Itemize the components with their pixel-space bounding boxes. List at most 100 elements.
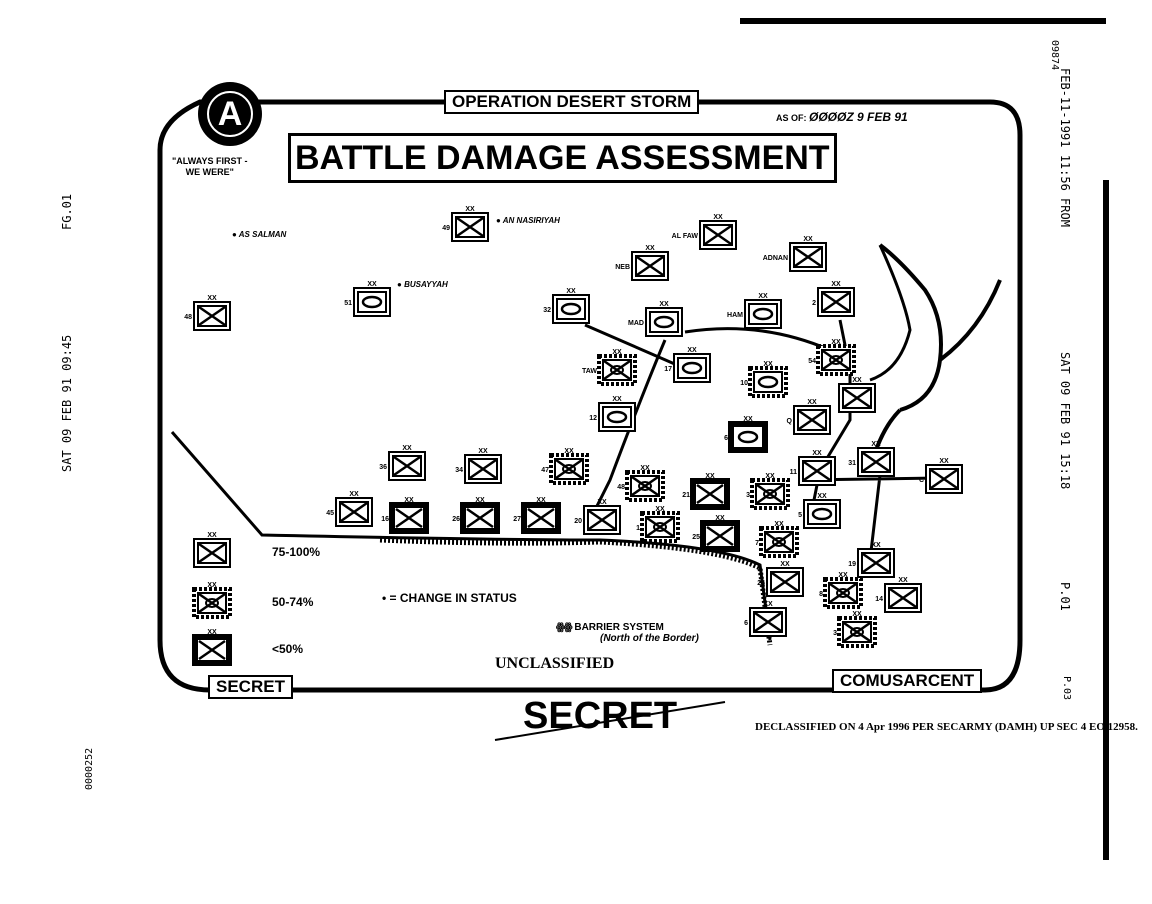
legend-symbol-low: XX [192, 629, 232, 666]
unit-symbol: XX AL FAW [672, 214, 737, 250]
comusarcent-box: COMUSARCENT [832, 669, 983, 693]
legend-low: <50% [272, 642, 304, 656]
unit-symbol: XX 10 [740, 361, 788, 398]
unit-label: 19 [848, 561, 856, 568]
echelon-label: XX [871, 542, 881, 549]
place-label: AN NASIRIYAH [502, 216, 560, 225]
unit-label: NEB [615, 264, 630, 271]
legend-full: 75-100% [272, 545, 321, 559]
armor-symbol-icon [198, 639, 226, 661]
armor-symbol-icon [646, 516, 674, 538]
echelon-label: XX [536, 497, 546, 504]
as-of-label: AS OF: [776, 113, 807, 123]
road [584, 319, 941, 561]
echelon-label: XX [715, 515, 725, 522]
fax-right-stamp: SAT 09 FEB 91 15:18 [1058, 352, 1072, 490]
armor-symbol-icon [198, 592, 226, 614]
infantry-symbol-icon [361, 295, 383, 309]
echelon-label: XX [807, 399, 817, 406]
echelon-label: XX [207, 532, 217, 539]
echelon-label: XX [207, 629, 217, 636]
echelon-label: XX [774, 521, 784, 528]
echelon-label: XX [713, 214, 723, 221]
unit-label: TAW [582, 368, 597, 375]
echelon-label: XX [612, 349, 622, 356]
echelon-label: XX [871, 441, 881, 448]
armor-symbol-icon [603, 359, 631, 381]
echelon-label: XX [645, 245, 655, 252]
unit-label: 7 [755, 540, 759, 547]
armor-symbol-icon [889, 587, 917, 609]
fax-right-id: 09874 [1049, 40, 1060, 71]
place-as-salman: ● AS SALMAN [232, 230, 287, 239]
echelon-label: XX [803, 236, 813, 243]
unit-label: 45 [326, 510, 334, 517]
infantry-symbol-icon [757, 375, 779, 389]
unit-label: 54 [808, 358, 816, 365]
unit-label: 6 [744, 620, 748, 627]
place-label: BUSAYYAH [404, 280, 448, 289]
infantry-symbol-icon [606, 410, 628, 424]
unit-label: 20 [574, 518, 582, 525]
barrier-legend: ꙮꙮ BARRIER SYSTEM (North of the Border) [556, 622, 699, 644]
echelon-label: XX [349, 491, 359, 498]
unit-label: 25 [692, 534, 700, 541]
barrier-symbol: ꙮꙮ [556, 622, 573, 633]
unit-symbol: XX 19 [848, 542, 895, 578]
armor-symbol-icon [469, 458, 497, 480]
echelon-label: XX [780, 561, 790, 568]
barrier-system [379, 537, 773, 646]
fax-right-page: P.01 [1058, 582, 1072, 611]
infantry-symbol-icon [752, 307, 774, 321]
unit-label: AL FAW [672, 233, 699, 240]
unit-symbol: XX 31 [848, 441, 895, 477]
echelon-label: XX [852, 611, 862, 618]
echelon-label: XX [597, 499, 607, 506]
as-of-value: ØØØØZ 9 FEB 91 [809, 110, 908, 124]
armor-symbol-icon [706, 525, 734, 547]
unit-symbol: XXC [919, 458, 963, 494]
unit-label: 31 [848, 460, 856, 467]
river-tigris [869, 244, 912, 382]
armor-symbol-icon [843, 621, 871, 643]
unit-label: 8 [819, 591, 823, 598]
fax-left-page: FG.01 [60, 193, 74, 230]
unit-symbol: XX3 [746, 473, 790, 510]
echelon-label: XX [475, 497, 485, 504]
echelon-label: XX [207, 582, 217, 589]
unit-label: 47 [541, 467, 549, 474]
unit-label: 49 [442, 225, 450, 232]
unit-label: 6 [724, 435, 728, 442]
armor-symbol-icon [754, 611, 782, 633]
unit-label: 10 [740, 380, 748, 387]
unit-label: 14 [875, 596, 883, 603]
unit-symbol: XX 25 [692, 515, 740, 552]
echelon-label: XX [758, 293, 768, 300]
armor-symbol-icon [198, 305, 226, 327]
armor-symbol-icon [771, 571, 799, 593]
fax-edge-bar-right [1103, 180, 1109, 860]
echelon-label: XX [763, 601, 773, 608]
unit-label: 1 [636, 525, 640, 532]
echelon-label: XX [402, 445, 412, 452]
armor-symbol-icon [822, 291, 850, 313]
unit-symbol: XX [838, 377, 876, 413]
armor-symbol-icon [198, 542, 226, 564]
echelon-label: XX [763, 361, 773, 368]
echelon-label: XX [812, 450, 822, 457]
echelon-label: XX [687, 347, 697, 354]
unit-label: 21 [682, 492, 690, 499]
barrier-title: BARRIER SYSTEM [574, 622, 664, 633]
unit-label: 12 [589, 415, 597, 422]
legend-change-in-status: • = CHANGE IN STATUS [382, 591, 517, 605]
unit-label: 34 [455, 467, 463, 474]
unit-symbol: XX1 [636, 506, 680, 543]
